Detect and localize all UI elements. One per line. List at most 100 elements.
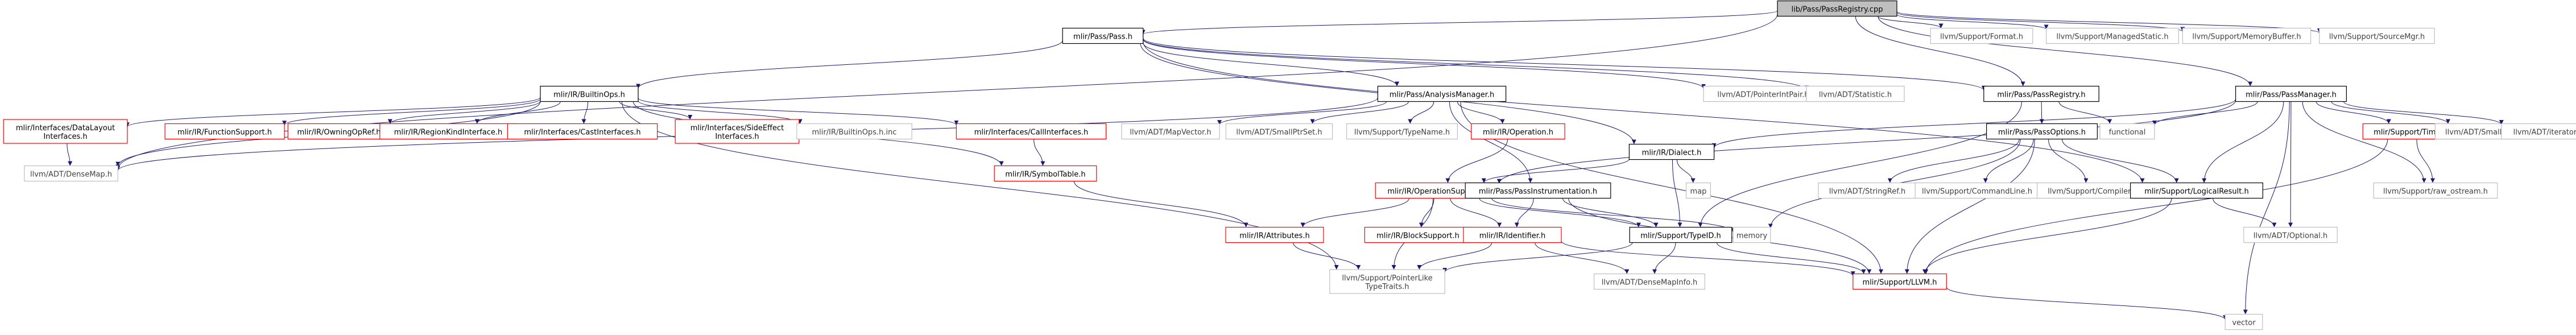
edge-typeid-to-pointerliketypetraits bbox=[1442, 242, 1633, 273]
node-label: mlir/IR/OperationSupport.h bbox=[1387, 188, 1487, 196]
node-llvm_format: llvm/Support/Format.h bbox=[1930, 27, 2033, 44]
edge-pass_h-to-passregistry_h bbox=[1143, 38, 1986, 91]
node-llvm_sourcemgr: llvm/Support/SourceMgr.h bbox=[2319, 27, 2435, 44]
edge-passmanager_h-to-optional bbox=[2288, 101, 2293, 228]
node-box bbox=[2130, 182, 2264, 199]
edge-root-to-pass_h bbox=[1141, 10, 1778, 35]
node-box bbox=[1594, 273, 1706, 290]
node-box bbox=[2319, 27, 2435, 44]
node-typeid[interactable]: mlir/Support/TypeID.h bbox=[1629, 226, 1733, 243]
edge-passmanager_h-to-raw_ostream bbox=[2302, 101, 2426, 183]
node-label: llvm/Support/ManagedStatic.h bbox=[2056, 33, 2168, 42]
node-box bbox=[1806, 85, 1905, 102]
node-box bbox=[1628, 143, 1715, 160]
node-label: mlir/Support/LogicalResult.h bbox=[2144, 188, 2248, 196]
node-dialect_h[interactable]: mlir/IR/Dialect.h bbox=[1628, 143, 1715, 160]
node-regionkindinterface[interactable]: mlir/IR/RegionKindInterface.h bbox=[379, 123, 517, 140]
node-box bbox=[1986, 123, 2098, 140]
node-box bbox=[1225, 123, 1333, 140]
node-llvm_h[interactable]: mlir/Support/LLVM.h bbox=[1853, 273, 1947, 290]
node-passmanager_h[interactable]: mlir/Pass/PassManager.h bbox=[2235, 85, 2347, 102]
node-castinterfaces[interactable]: mlir/Interfaces/CastInterfaces.h bbox=[507, 123, 658, 140]
node-label: lib/Pass/PassRegistry.cpp bbox=[1792, 6, 1883, 14]
node-typename: llvm/Support/TypeName.h bbox=[1346, 123, 1458, 140]
edge-passmanager_h-to-logicalresult bbox=[2202, 101, 2284, 183]
edge-attributes-to-pointerliketypetraits bbox=[1293, 242, 1361, 270]
node-box bbox=[1465, 182, 1611, 199]
node-label: llvm/ADT/DenseMapInfo.h bbox=[1602, 279, 1697, 287]
edge-datalayoutinterfaces-to-densemap bbox=[67, 143, 73, 166]
node-passinstrumentation[interactable]: mlir/Pass/PassInstrumentation.h bbox=[1465, 182, 1611, 199]
edge-pass_h-to-builtinops bbox=[636, 40, 1063, 89]
node-passregistry_h[interactable]: mlir/Pass/PassRegistry.h bbox=[1983, 85, 2099, 102]
node-box bbox=[540, 85, 639, 102]
node-label: llvm/ADT/DenseMap.h bbox=[30, 171, 112, 179]
edge-typeid-to-llvm_h bbox=[1716, 242, 1866, 274]
node-attributes[interactable]: mlir/IR/Attributes.h bbox=[1225, 226, 1324, 243]
node-label: mlir/IR/SymbolTable.h bbox=[1005, 171, 1085, 179]
node-operation_h[interactable]: mlir/IR/Operation.h bbox=[1471, 123, 1565, 140]
nodes-layer: lib/Pass/PassRegistry.cpp mlir/Pass/Pass.… bbox=[3, 0, 2576, 330]
edges-layer bbox=[67, 10, 2504, 320]
edge-root-to-passmanager_h bbox=[1878, 16, 2253, 86]
edge-llvm_h-to-vector bbox=[1946, 287, 2228, 320]
node-label: mlir/Support/Timing.h bbox=[2374, 129, 2454, 137]
node-box bbox=[24, 165, 118, 182]
edge-operationsupport-to-identifier bbox=[1450, 198, 1502, 228]
node-identifier[interactable]: mlir/IR/Identifier.h bbox=[1463, 226, 1562, 243]
edge-root-to-llvm_format bbox=[1877, 16, 1944, 28]
node-label: llvm/Support/TypeName.h bbox=[1354, 129, 1450, 137]
node-passoptions[interactable]: mlir/Pass/PassOptions.h bbox=[1986, 123, 2098, 140]
node-pass_h[interactable]: mlir/Pass/Pass.h bbox=[1062, 27, 1144, 44]
node-symboltable[interactable]: mlir/IR/SymbolTable.h bbox=[994, 165, 1097, 182]
node-label: mlir/IR/Operation.h bbox=[1483, 129, 1553, 137]
node-label: mlir/IR/Attributes.h bbox=[1239, 232, 1309, 241]
node-label: llvm/ADT/iterator.h bbox=[2513, 129, 2576, 137]
node-analysismanager[interactable]: mlir/Pass/AnalysisManager.h bbox=[1377, 85, 1507, 102]
node-root[interactable]: lib/Pass/PassRegistry.cpp bbox=[1777, 0, 1897, 17]
edge-operation_h-to-operationsupport bbox=[1445, 139, 1508, 183]
edge-identifier-to-densemapinfo bbox=[1535, 242, 1630, 274]
edge-dialect_h-to-operationsupport bbox=[1481, 159, 1630, 183]
node-raw_ostream: llvm/Support/raw_ostream.h bbox=[2373, 182, 2498, 199]
node-memory: memory bbox=[1733, 226, 1771, 243]
edge-builtinops-to-functionsupport bbox=[282, 98, 541, 126]
edge-passoptions-to-stringref bbox=[1887, 139, 2020, 183]
node-functional: functional bbox=[2099, 123, 2155, 140]
node-box bbox=[1930, 27, 2033, 44]
node-label: mlir/Pass/PassManager.h bbox=[2246, 91, 2337, 100]
edge-identifier-to-pointerliketypetraits bbox=[1417, 242, 1492, 270]
node-label: llvm/ADT/Optional.h bbox=[2254, 232, 2328, 241]
edge-passmanager_h-to-vector bbox=[2243, 101, 2290, 315]
node-box bbox=[1733, 226, 1771, 243]
edge-pass_h-to-statistic bbox=[1143, 39, 1809, 90]
node-box bbox=[1225, 226, 1324, 243]
node-box bbox=[2182, 27, 2312, 44]
node-label: llvm/ADT/StringRef.h bbox=[1829, 188, 1905, 196]
node-box bbox=[2243, 226, 2338, 243]
node-builtinops[interactable]: mlir/IR/BuiltinOps.h bbox=[540, 85, 639, 102]
node-box bbox=[675, 119, 800, 144]
node-box bbox=[1463, 226, 1562, 243]
edge-analysismanager-to-smallptrset bbox=[1310, 101, 1409, 124]
node-box bbox=[994, 165, 1097, 182]
node-label: mlir/IR/BuiltinOps.h.inc bbox=[812, 129, 897, 137]
node-callinterfaces[interactable]: mlir/Interfaces/CallInterfaces.h bbox=[956, 123, 1107, 140]
node-label: mlir/Pass/PassOptions.h bbox=[1998, 129, 2086, 137]
edge-dialect_h-to-map bbox=[1676, 159, 1696, 183]
node-blocksupport[interactable]: mlir/IR/BlockSupport.h bbox=[1364, 226, 1472, 243]
node-functionsupport[interactable]: mlir/IR/FunctionSupport.h bbox=[164, 123, 285, 140]
node-commandline: llvm/Support/CommandLine.h bbox=[1915, 182, 2040, 199]
edge-passmanager_h-to-operationsupport bbox=[1496, 100, 2236, 184]
node-box bbox=[164, 123, 285, 140]
node-box bbox=[1364, 226, 1472, 243]
node-label: Interfaces.h bbox=[715, 133, 759, 141]
edge-builtinops-to-callinterfaces bbox=[638, 97, 959, 126]
node-optional: llvm/ADT/Optional.h bbox=[2243, 226, 2338, 243]
node-label: llvm/ADT/SmallPtrSet.h bbox=[1236, 129, 1322, 137]
node-logicalresult[interactable]: mlir/Support/LogicalResult.h bbox=[2130, 182, 2264, 199]
node-owningopref[interactable]: mlir/IR/OwningOpRef.h bbox=[287, 123, 391, 140]
